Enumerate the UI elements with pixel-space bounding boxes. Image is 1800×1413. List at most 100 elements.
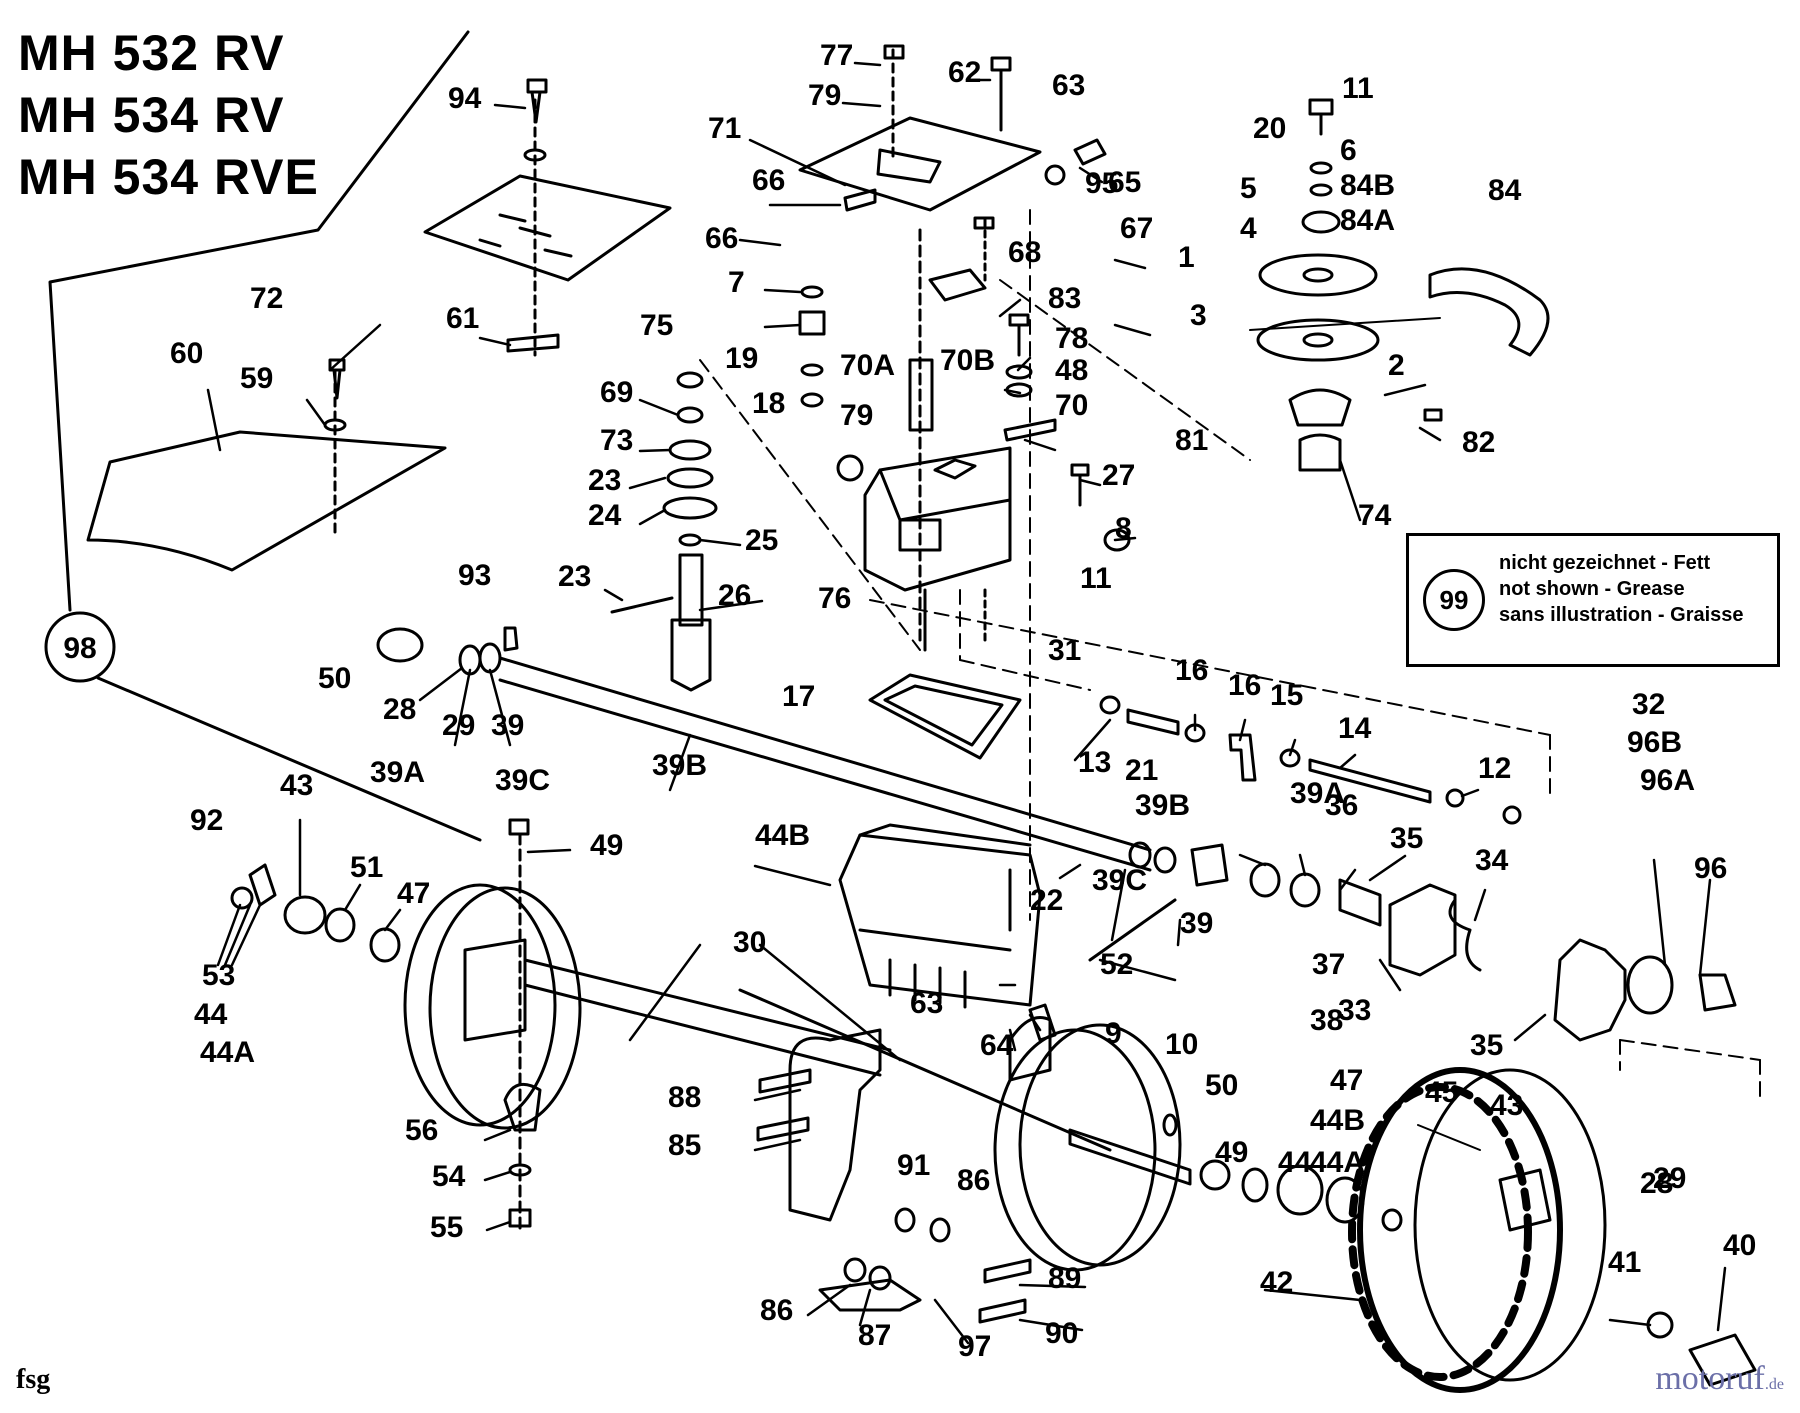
part-number-label: 68 — [1008, 236, 1041, 269]
part-number-label: 96A — [1640, 764, 1695, 797]
part-number-label: 88 — [668, 1081, 701, 1114]
part-number-label: 31 — [1048, 634, 1081, 667]
part-number-label: 28 — [1640, 1167, 1673, 1200]
small-stack — [798, 285, 826, 408]
part-number-label: 97 — [958, 1330, 991, 1363]
part-number-label: 51 — [350, 851, 383, 884]
part-number-label: 93 — [458, 559, 491, 592]
guide-lines — [699, 209, 1761, 1101]
part-number-label: 78 — [1055, 322, 1088, 355]
model-name: MH 534 RV — [18, 87, 285, 143]
part-number-label: 29 — [1653, 1162, 1686, 1195]
part-number-label: 84A — [1340, 204, 1395, 237]
part-number-label: 61 — [446, 302, 479, 335]
legend-line-de: nicht gezeichnet - Fett — [1499, 552, 1711, 574]
watermark: motoruf.de — [1655, 1360, 1784, 1398]
part-number-label: 35 — [1390, 822, 1423, 855]
right-shaft-parts — [1099, 695, 1522, 825]
part-number-label: 62 — [948, 56, 981, 89]
axle-52 — [523, 958, 1112, 1152]
model-list: MH 532 RV MH 534 RV MH 534 RVE — [18, 22, 319, 208]
part-number-label: 86 — [957, 1164, 990, 1197]
part-number-label: 64 — [980, 1029, 1014, 1062]
part-number-label: 67 — [1120, 212, 1153, 245]
part-number-label: 35 — [1470, 1029, 1503, 1062]
tread-wheel-42 — [1348, 1067, 1757, 1393]
part-number-label: 10 — [1165, 1028, 1198, 1061]
part-number-label: 44B — [1310, 1104, 1365, 1137]
part-number-label: 41 — [1608, 1246, 1641, 1279]
part-number-label: 94 — [448, 82, 482, 115]
part-number-label: 39A — [370, 756, 425, 789]
part-number-label: 53 — [202, 959, 235, 992]
part-number-label: 76 — [818, 582, 851, 615]
watermark-suffix: .de — [1764, 1376, 1784, 1393]
part-number-label: 65 — [1108, 166, 1141, 199]
part-number-label: 75 — [640, 309, 673, 342]
leader-lines — [206, 61, 1727, 1345]
part-number-label: 86 — [760, 1294, 793, 1327]
part-number-label: 39B — [1135, 789, 1190, 822]
part-number-label: 39C — [495, 764, 550, 797]
model-name: MH 534 RVE — [18, 149, 319, 205]
part-number-label: 1 — [1178, 241, 1195, 274]
part-number-label: 47 — [1330, 1064, 1363, 1097]
part-number-label: 49 — [1215, 1136, 1248, 1169]
part-number-label: 71 — [708, 112, 741, 145]
part-number-label: 90 — [1045, 1317, 1078, 1350]
part-number-label: 54 — [432, 1160, 466, 1193]
part-number-label: 72 — [250, 282, 283, 315]
part-number-label: 59 — [240, 362, 273, 395]
part-number-label: 24 — [588, 499, 622, 532]
legend-line-fr: sans illustration - Graisse — [1499, 604, 1744, 626]
part-number-label: 48 — [1055, 354, 1088, 387]
part-number-label: 81 — [1175, 424, 1208, 457]
cover-plate-71 — [798, 44, 1107, 212]
part-number-label: 3 — [1190, 299, 1207, 332]
part-number-label: 39C — [1092, 864, 1147, 897]
part-number-label: 66 — [705, 222, 738, 255]
part-number-label: 39 — [1180, 907, 1213, 940]
part-number-label: 18 — [752, 387, 785, 420]
part-number-label: 95 — [1085, 167, 1118, 200]
part-number-label: 34 — [1475, 844, 1509, 877]
part-number-label: 22 — [1030, 884, 1063, 917]
top-left-plate — [423, 78, 672, 357]
part-number-label: 66 — [752, 164, 785, 197]
part-number-label: 36 — [1325, 789, 1358, 822]
part-number-label: 33 — [1338, 994, 1371, 1027]
part-number-label: 12 — [1478, 752, 1511, 785]
part-number-label: 2 — [1388, 349, 1405, 382]
part-number-label: 25 — [745, 524, 778, 557]
corner-label: fsg — [16, 1364, 51, 1395]
part-number-label: 8 — [1115, 512, 1132, 545]
part-number-label: 23 — [588, 464, 621, 497]
part-number-label: 32 — [1632, 688, 1665, 721]
part-number-label: 52 — [1100, 948, 1133, 981]
part-number-label: 16 — [1228, 669, 1261, 702]
height-lever — [756, 1003, 1057, 1324]
part-number-label: 79 — [840, 399, 873, 432]
part-number-label: 39B — [652, 749, 707, 782]
part-number-label: 44 — [194, 998, 228, 1031]
part-number-label: 84B — [1340, 169, 1395, 202]
part-number-label: 50 — [1205, 1069, 1238, 1102]
part-number-label: 50 — [318, 662, 351, 695]
left-wheel-hub — [230, 818, 582, 1232]
part-number-label: 96 — [1694, 852, 1727, 885]
part-number-label: 29 — [442, 709, 475, 742]
part-number-label: 44B — [755, 819, 810, 852]
part-number-label: 73 — [600, 424, 633, 457]
part-number-label: 56 — [405, 1114, 438, 1147]
part-number-label: 84 — [1488, 174, 1522, 207]
part-number-label: 44A — [200, 1036, 255, 1069]
part-number-label: 83 — [1048, 282, 1081, 315]
part-number-label: 19 — [725, 342, 758, 375]
legend-number-circle: 99 — [1423, 569, 1485, 631]
part-number-label: 89 — [1048, 1262, 1081, 1295]
lower-gearbox-22 — [838, 823, 1042, 1009]
part-number-label: 28 — [383, 693, 416, 726]
part-number-label: 39A — [1290, 777, 1345, 810]
